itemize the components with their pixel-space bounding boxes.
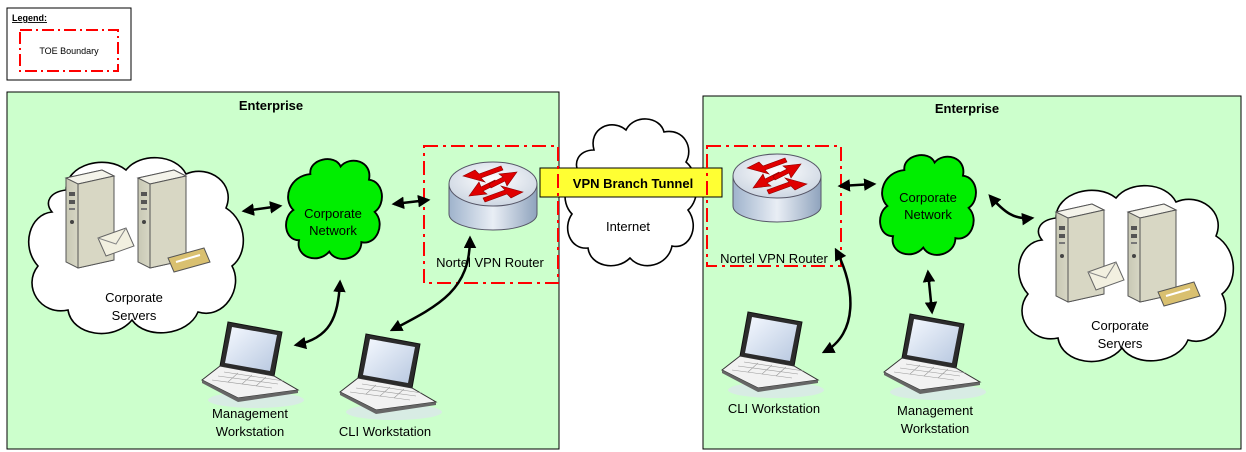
left-servers-label-1: Corporate	[105, 290, 163, 305]
left-toe-boundary	[423, 145, 559, 284]
right-mgmt-label-1: Management	[897, 403, 973, 418]
left-mgmt-label-2: Workstation	[216, 424, 284, 439]
left-router-label: Nortel VPN Router	[436, 255, 544, 270]
left-network-label-1: Corporate	[304, 206, 362, 221]
right-card-icon	[1157, 281, 1201, 307]
left-cli-label: CLI Workstation	[339, 424, 431, 439]
conn-right-router-network	[837, 178, 877, 192]
conn-left-network-router	[391, 194, 431, 210]
conn-right-network-servers	[988, 194, 1035, 226]
right-toe-boundary	[706, 145, 842, 267]
conn-right-router-cli	[821, 247, 852, 354]
left-router-icon	[448, 161, 538, 231]
left-mail-icon	[97, 227, 135, 257]
right-servers-label-2: Servers	[1098, 336, 1143, 351]
right-network-label-2: Network	[904, 207, 952, 222]
vpn-tunnel	[539, 167, 723, 198]
right-enterprise-title: Enterprise	[935, 101, 999, 116]
right-router-icon	[732, 153, 822, 223]
left-mgmt-label-1: Management	[212, 406, 288, 421]
left-server-icon-2	[137, 169, 187, 269]
left-enterprise-title: Enterprise	[239, 98, 303, 113]
right-router-label: Nortel VPN Router	[720, 251, 828, 266]
right-mail-icon	[1087, 261, 1125, 291]
left-card-icon	[167, 247, 211, 273]
legend-toe-swatch	[19, 29, 119, 72]
right-mgmt-label-2: Workstation	[901, 421, 969, 436]
right-server-icon-2	[1127, 203, 1177, 303]
legend-toe-label: TOE Boundary	[39, 46, 99, 56]
left-servers-label-2: Servers	[112, 308, 157, 323]
vpn-tunnel-label: VPN Branch Tunnel	[573, 176, 693, 191]
conn-left-router-cli	[389, 235, 477, 332]
right-network-label-1: Corporate	[899, 190, 957, 205]
left-network-label-2: Network	[309, 223, 357, 238]
connectors	[241, 178, 1035, 354]
conn-right-network-mgmt	[922, 269, 938, 315]
conn-left-network-mgmt	[293, 279, 346, 350]
right-servers-label-1: Corporate	[1091, 318, 1149, 333]
internet-label: Internet	[606, 219, 650, 234]
right-cli-label: CLI Workstation	[728, 401, 820, 416]
legend-title: Legend:	[12, 13, 47, 23]
legend: Legend: TOE Boundary	[6, 7, 132, 81]
conn-left-servers-network	[241, 201, 283, 216]
